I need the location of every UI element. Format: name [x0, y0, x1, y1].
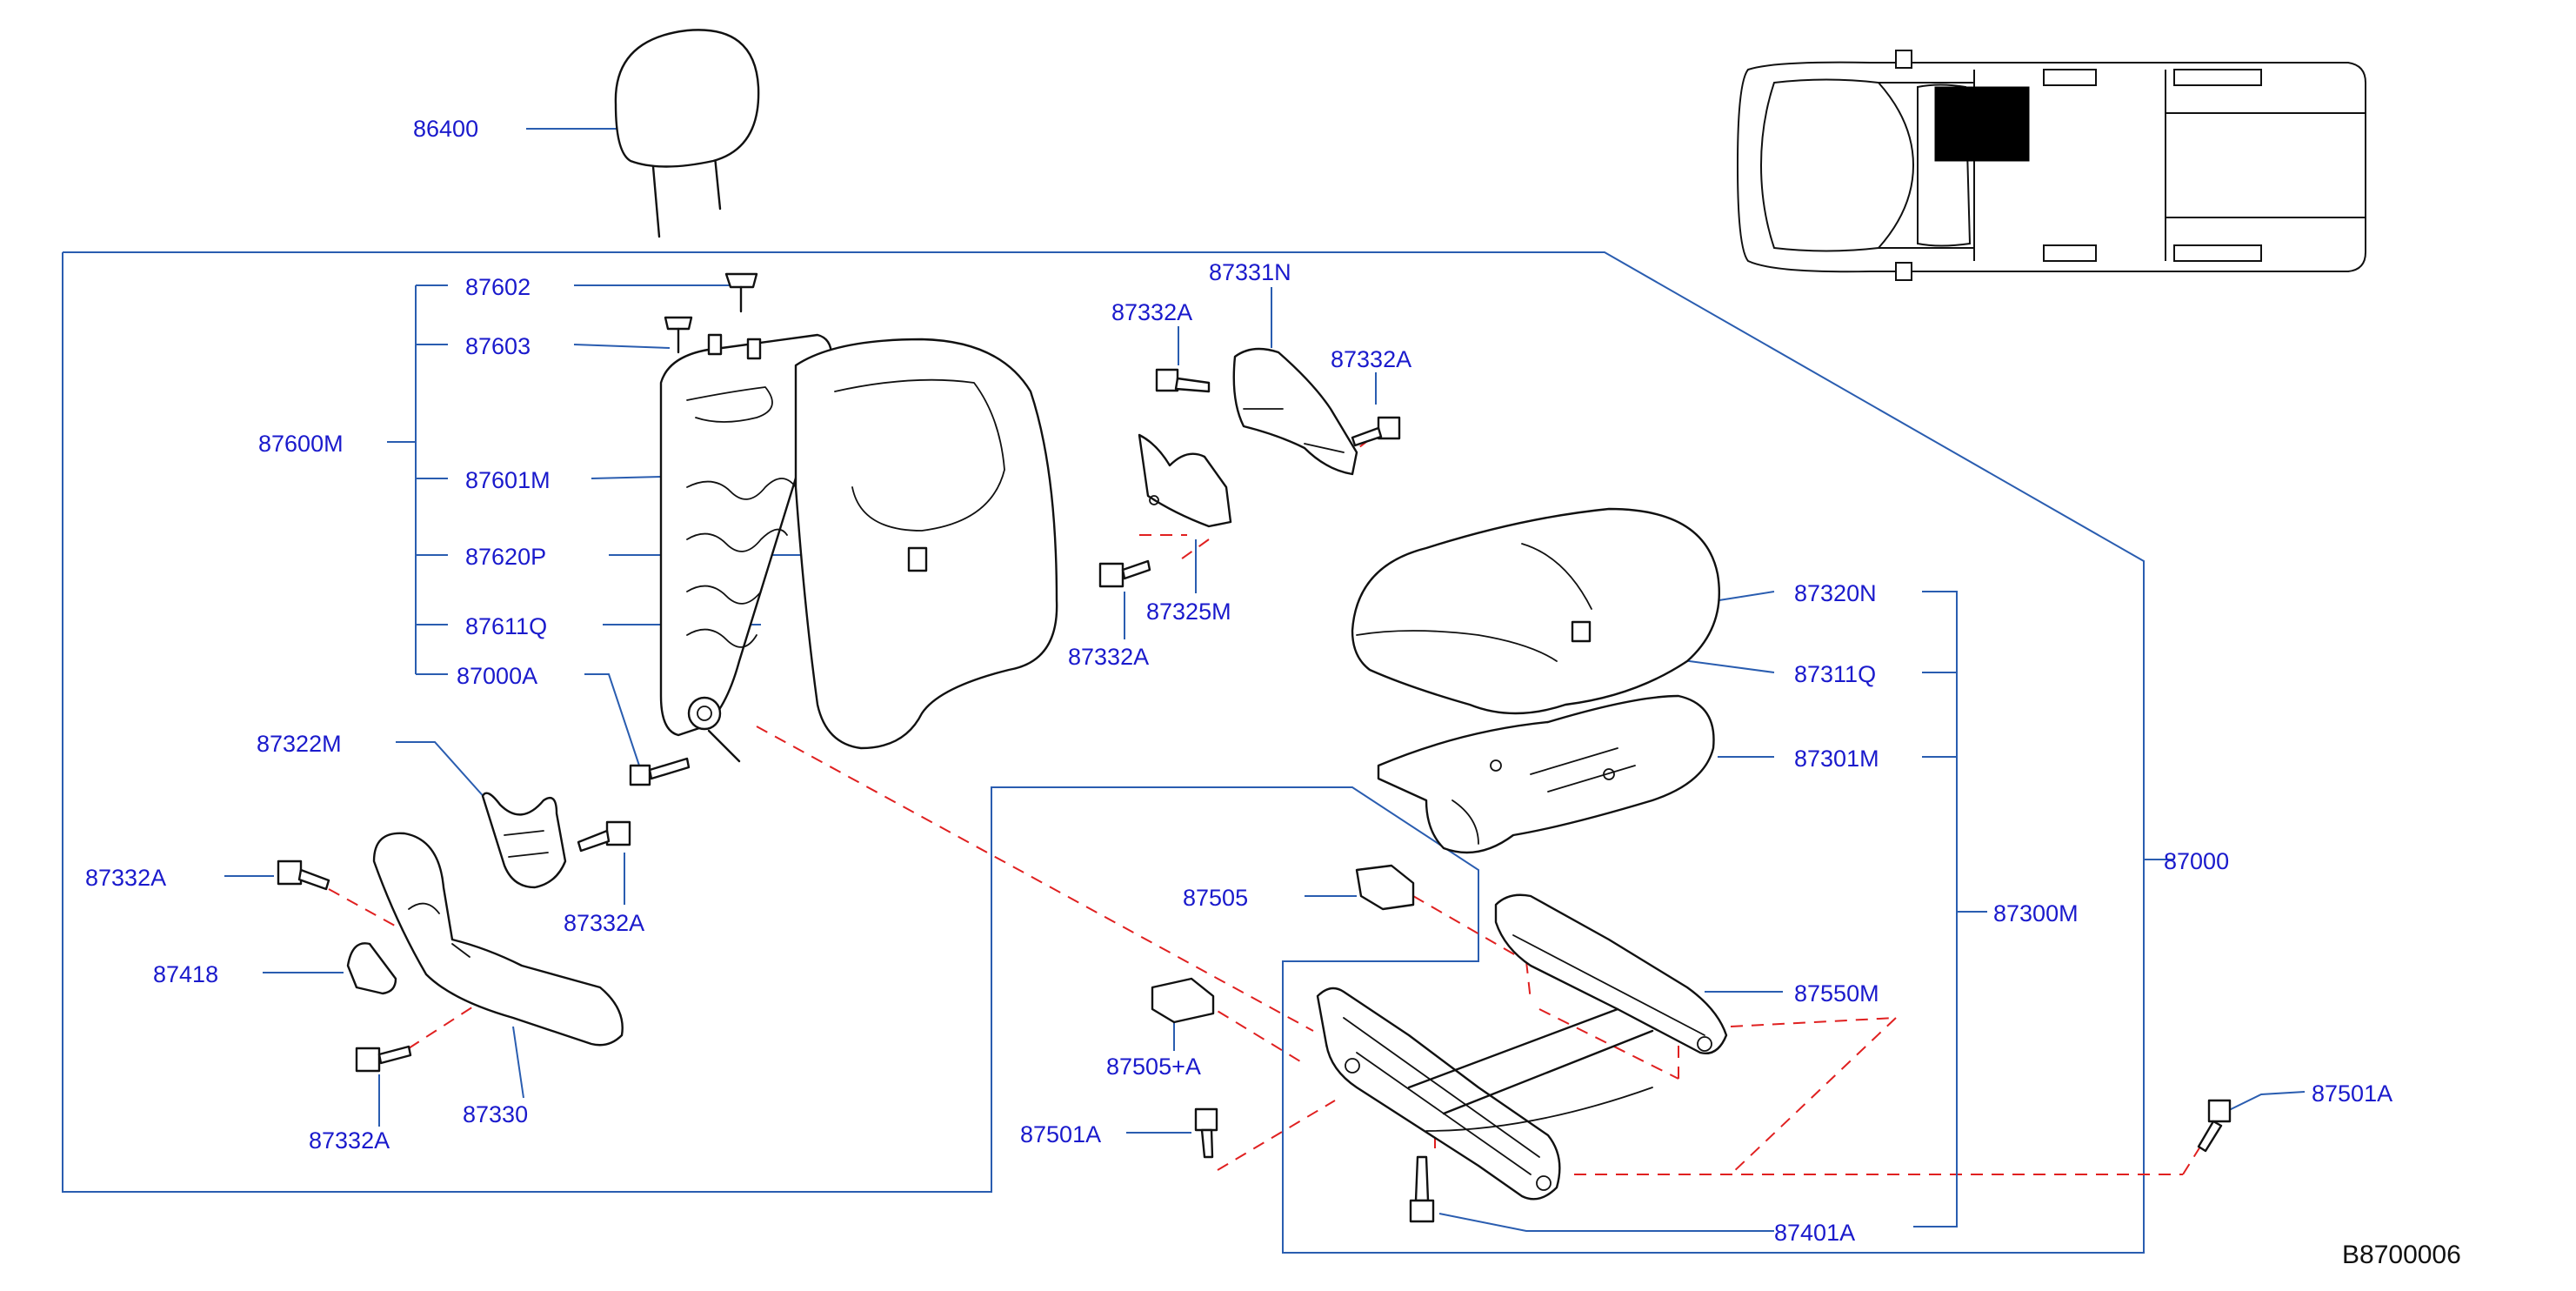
seat-cushion-part	[1351, 507, 1721, 715]
leader-lines	[224, 128, 2306, 1232]
seat-assembly-frame	[62, 251, 2145, 1254]
label-87603: 87603	[465, 333, 531, 359]
cover-87322M-part	[481, 792, 567, 889]
cover-87325M-part	[1138, 433, 1232, 528]
label-87332A-left: 87332A	[85, 865, 166, 891]
label-87600M: 87600M	[258, 431, 344, 457]
bolt-87401A-part	[1409, 1155, 1435, 1223]
seatback-cushion-part	[794, 338, 1058, 750]
diagram-code: B8700006	[2342, 1241, 2461, 1269]
label-87332A-top-left: 87332A	[1111, 299, 1192, 325]
label-87620P: 87620P	[465, 544, 546, 570]
seatback-frame-part	[659, 333, 833, 763]
bolt-87501A-left-part	[1194, 1107, 1218, 1159]
cover-87331N-part	[1232, 347, 1358, 476]
label-87550M: 87550M	[1794, 980, 1879, 1007]
label-87401A: 87401A	[1774, 1220, 1855, 1246]
label-87501A-right: 87501A	[2312, 1080, 2392, 1107]
bolt-left-part	[277, 860, 330, 891]
label-87331N: 87331N	[1209, 259, 1291, 285]
label-87301M: 87301M	[1794, 746, 1879, 772]
label-87601M: 87601M	[465, 467, 551, 493]
label-86400: 86400	[413, 116, 478, 142]
bolt-87000A-part	[629, 757, 691, 786]
finisher-87330-part	[372, 832, 624, 1047]
bolt-bottom-part	[355, 1045, 412, 1073]
adjuster-87550M-part	[1316, 893, 1728, 1201]
label-87300M: 87300M	[1993, 900, 2079, 926]
clip-87602-part	[724, 272, 758, 313]
label-87332A-bottom: 87332A	[309, 1127, 390, 1154]
bolt-top-left-part	[1155, 368, 1211, 393]
label-87000: 87000	[2164, 848, 2229, 874]
bracket-87505-part	[1355, 864, 1415, 911]
label-87332A-top-right: 87332A	[1331, 346, 1411, 372]
seat-location-marker	[1934, 86, 2030, 162]
headrest-part	[614, 29, 760, 238]
label-87311Q: 87311Q	[1794, 661, 1876, 687]
cushion-frame-87301M-part	[1377, 694, 1715, 854]
label-87505A: 87505+A	[1106, 1054, 1201, 1080]
label-87322M: 87322M	[257, 731, 342, 757]
label-87325M: 87325M	[1146, 599, 1231, 625]
label-87332A-mid: 87332A	[564, 910, 644, 936]
label-87602: 87602	[465, 274, 531, 300]
label-87611Q: 87611Q	[465, 613, 547, 639]
label-87332A-center: 87332A	[1068, 644, 1149, 670]
part-labels: 86400 87602 87603 87600M 87601M 87620P 8…	[85, 116, 2461, 1269]
clip-87603-part	[664, 316, 693, 354]
label-87330: 87330	[463, 1101, 528, 1127]
lever-87418-part	[346, 942, 397, 995]
assembly-dash-lines	[328, 382, 2206, 1183]
bolt-center-part	[1098, 559, 1151, 588]
bracket-87505A-part	[1151, 977, 1215, 1024]
label-87501A-left: 87501A	[1020, 1121, 1101, 1147]
label-87505: 87505	[1183, 885, 1248, 911]
bolt-mid-part	[577, 820, 631, 853]
label-87320N: 87320N	[1794, 580, 1877, 606]
bolt-87501A-right-part	[2197, 1099, 2232, 1153]
label-87000A: 87000A	[457, 663, 537, 689]
label-87418: 87418	[153, 961, 218, 987]
vehicle-top-view	[1736, 50, 2366, 281]
bolt-top-right-part	[1351, 416, 1401, 447]
